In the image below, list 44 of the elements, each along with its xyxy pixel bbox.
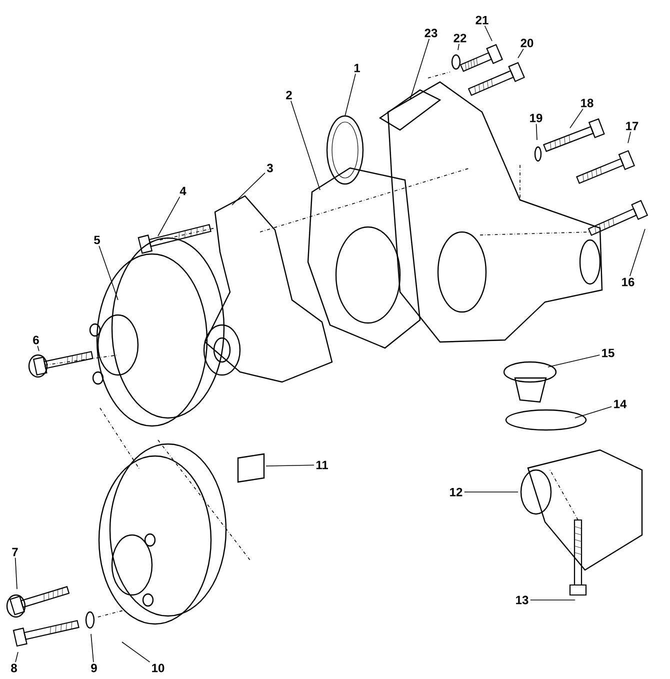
callout-number: 9 [91,664,97,672]
callout-number: 2 [286,90,292,100]
leader-line [410,38,430,100]
callout-number: 16 [622,278,634,286]
leader-line [98,245,118,300]
callout-number: 6 [33,336,39,344]
callout-number: 17 [626,122,638,130]
leader-line [158,196,180,236]
callout-number: 23 [424,28,438,38]
callout-number: 8 [11,664,17,672]
callout-number: 1 [354,64,360,72]
callout-number: 12 [450,488,462,496]
leader-line [630,228,646,276]
callout-number: 19 [530,114,542,122]
callout-number: 3 [266,164,273,172]
leader-line [15,652,18,662]
callout-number: 22 [454,34,466,42]
leader-line [90,634,94,662]
callout-number: 21 [476,16,488,24]
leader-line [484,26,492,42]
callout-number: 4 [180,186,186,196]
leader-line [37,346,40,352]
leader-line [344,73,356,116]
callout-number: 18 [581,98,594,108]
callout-number: 11 [316,460,328,470]
callout-number: 14 [614,400,627,408]
leader-line [574,406,612,418]
callout-number: 5 [94,236,100,244]
leader-line [290,100,320,190]
callout-number: 7 [12,548,18,556]
callout-number: 20 [520,38,534,48]
leader-line [232,172,266,206]
callout-number: 15 [602,348,614,358]
leader-line [536,124,538,140]
leader-line [14,557,18,590]
leader-line [266,464,314,466]
leader-line [458,44,460,50]
leader-line [548,354,600,368]
callout-number: 10 [152,664,164,672]
leader-line [570,108,584,128]
leader-line [122,642,150,662]
leader-line [628,131,632,144]
leader-line [518,48,524,58]
callout-number: 13 [516,596,528,604]
